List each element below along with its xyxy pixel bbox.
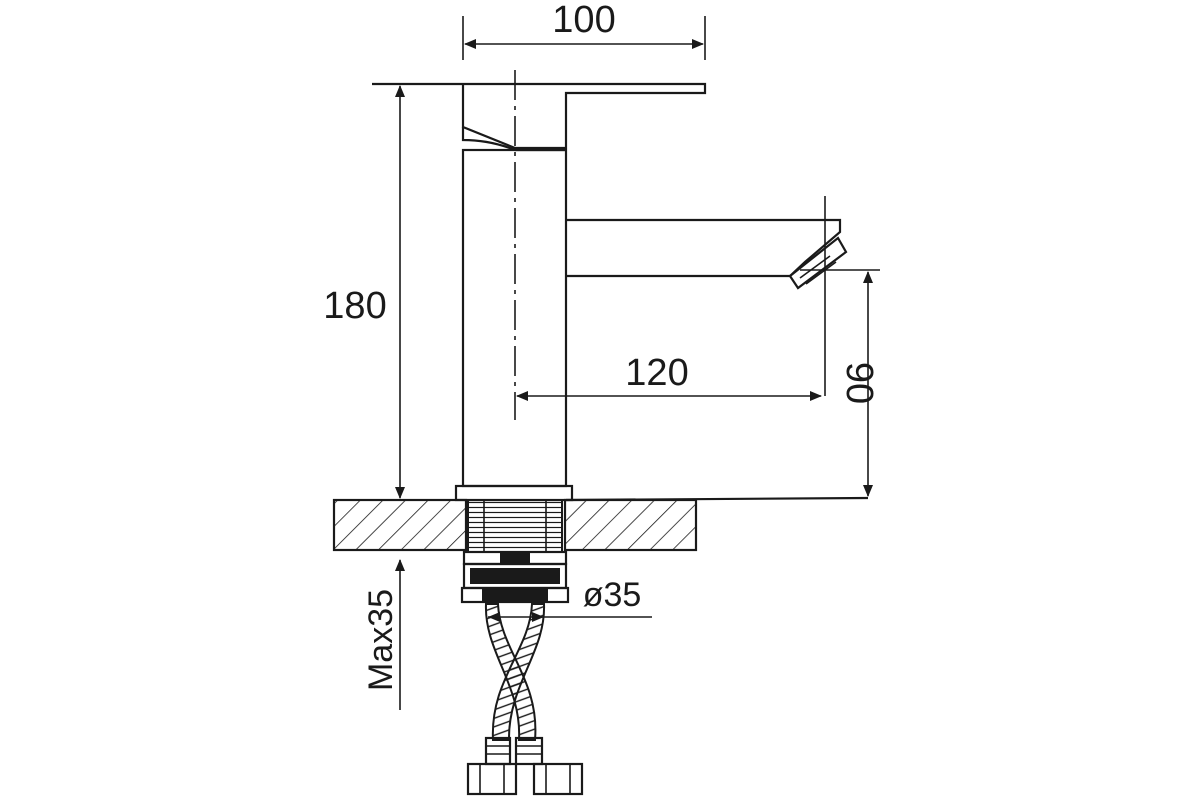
countertop-left [332, 498, 468, 552]
countertop-right [563, 498, 698, 552]
dim-spout-height: 90 [838, 362, 880, 404]
dim-spout-reach: 120 [625, 352, 688, 394]
dim-mount-diameter: ø35 [583, 576, 642, 614]
counter-surface-line [565, 496, 869, 502]
supply-hoses [466, 603, 584, 796]
dim-overall-height: 180 [323, 285, 386, 327]
aerator [788, 236, 848, 290]
dim-handle-length: 100 [552, 0, 615, 41]
countertop-section [332, 496, 869, 553]
hose-connector-right [532, 762, 584, 796]
mounting-nut [460, 550, 570, 604]
handle-lever [372, 82, 707, 150]
spout [566, 218, 842, 278]
hose-connector-left [466, 762, 518, 796]
threaded-shank [467, 499, 563, 553]
faucet-body [372, 70, 848, 502]
dim-max-counter-thickness: Max35 [362, 589, 400, 691]
base-flange [454, 484, 574, 502]
dimension-annotations: 100 180 120 90 ø35 Max35 [323, 0, 880, 710]
